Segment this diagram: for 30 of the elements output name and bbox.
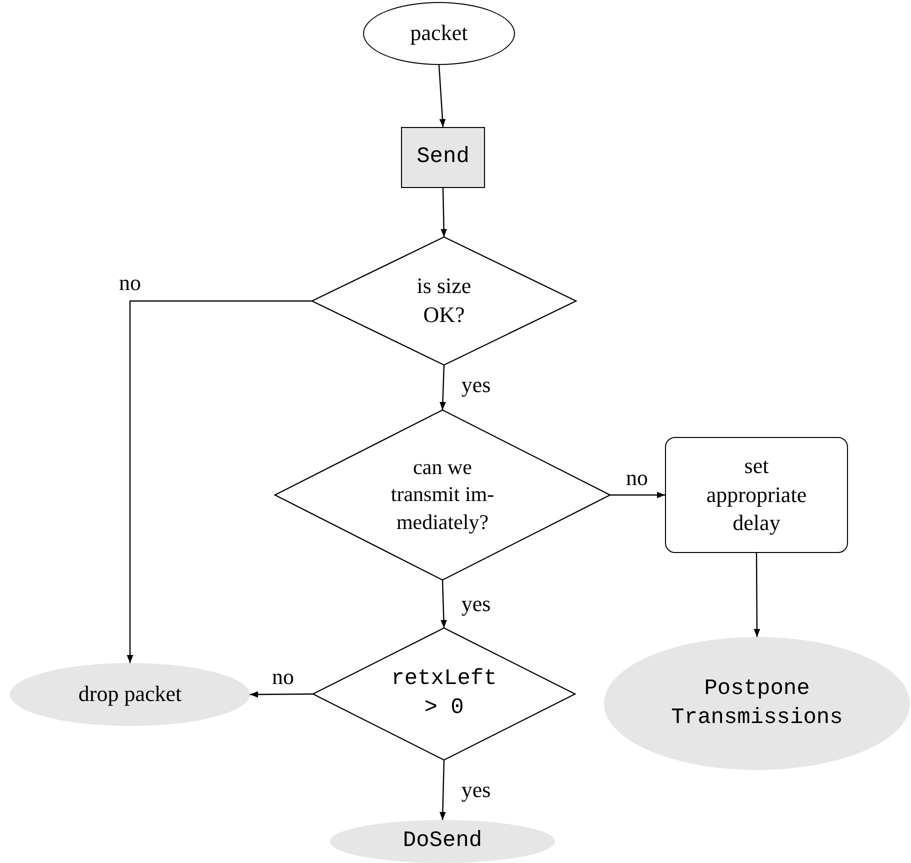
node-label: set appropriate delay xyxy=(705,452,808,538)
decision-diamond xyxy=(313,628,575,760)
node-label: packet xyxy=(409,19,469,48)
edge-label: no xyxy=(119,270,141,296)
arrow xyxy=(754,553,760,637)
start-ellipse xyxy=(363,2,515,65)
edge-label: yes xyxy=(461,591,491,617)
arrow xyxy=(440,188,448,238)
edge-label: no xyxy=(272,664,294,690)
arrow xyxy=(126,300,312,663)
node-label: Send xyxy=(416,143,470,172)
decision-diamond xyxy=(312,237,576,365)
process-box xyxy=(401,127,485,188)
node-label: Postpone Transmissions xyxy=(670,674,844,732)
node-label: is size OK? xyxy=(416,272,472,329)
arrow xyxy=(440,580,447,628)
edge-label: yes xyxy=(461,777,491,803)
arrow xyxy=(610,492,665,498)
arrow xyxy=(438,64,446,128)
node-label: can we transmit im- mediately? xyxy=(390,454,496,536)
edge-label: yes xyxy=(461,372,491,398)
arrow xyxy=(440,364,446,410)
node-label: DoSend xyxy=(402,827,484,856)
node-label: retxLeft > 0 xyxy=(390,665,498,722)
process-box xyxy=(665,437,848,553)
node-label: drop packet xyxy=(77,680,183,708)
edge-label: no xyxy=(626,465,648,491)
arrow xyxy=(250,691,313,698)
decision-diamond xyxy=(275,410,610,580)
arrow xyxy=(440,760,446,820)
